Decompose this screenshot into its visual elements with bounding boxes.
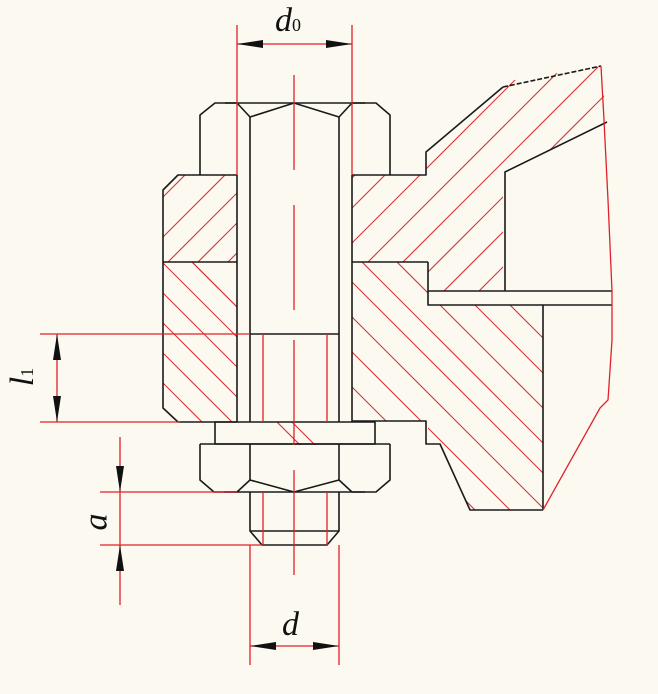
label-d-symbol: d: [282, 606, 299, 643]
label-d0: d0: [275, 4, 301, 38]
label-d: d: [282, 608, 299, 642]
label-l1-symbol: l: [4, 376, 42, 387]
dimension-a: [100, 437, 262, 605]
label-a: a: [77, 513, 115, 531]
label-d0-subscript: 0: [292, 15, 301, 35]
hatch-left-upper: [163, 175, 237, 262]
left-plate: [162, 174, 238, 423]
bolt-head: [199, 102, 391, 175]
dimension-d: [249, 545, 340, 665]
dimension-d0: [236, 25, 353, 175]
right-housing: [351, 65, 612, 511]
hatch-right-lower: [352, 262, 543, 510]
hatch-washer: [274, 422, 320, 445]
bolt-shank: [249, 175, 340, 422]
hatch-left-lower: [163, 262, 237, 422]
label-a-symbol: a: [77, 513, 115, 531]
hatch-right-upper: [352, 66, 607, 291]
dimension-l1: [40, 333, 250, 423]
label-d0-symbol: d: [275, 2, 292, 39]
thread-lines: [262, 334, 328, 545]
break-line: [542, 65, 613, 511]
label-l1-subscript: 1: [17, 367, 38, 377]
lower-nut: [199, 443, 391, 493]
label-l1: l1: [4, 367, 42, 387]
